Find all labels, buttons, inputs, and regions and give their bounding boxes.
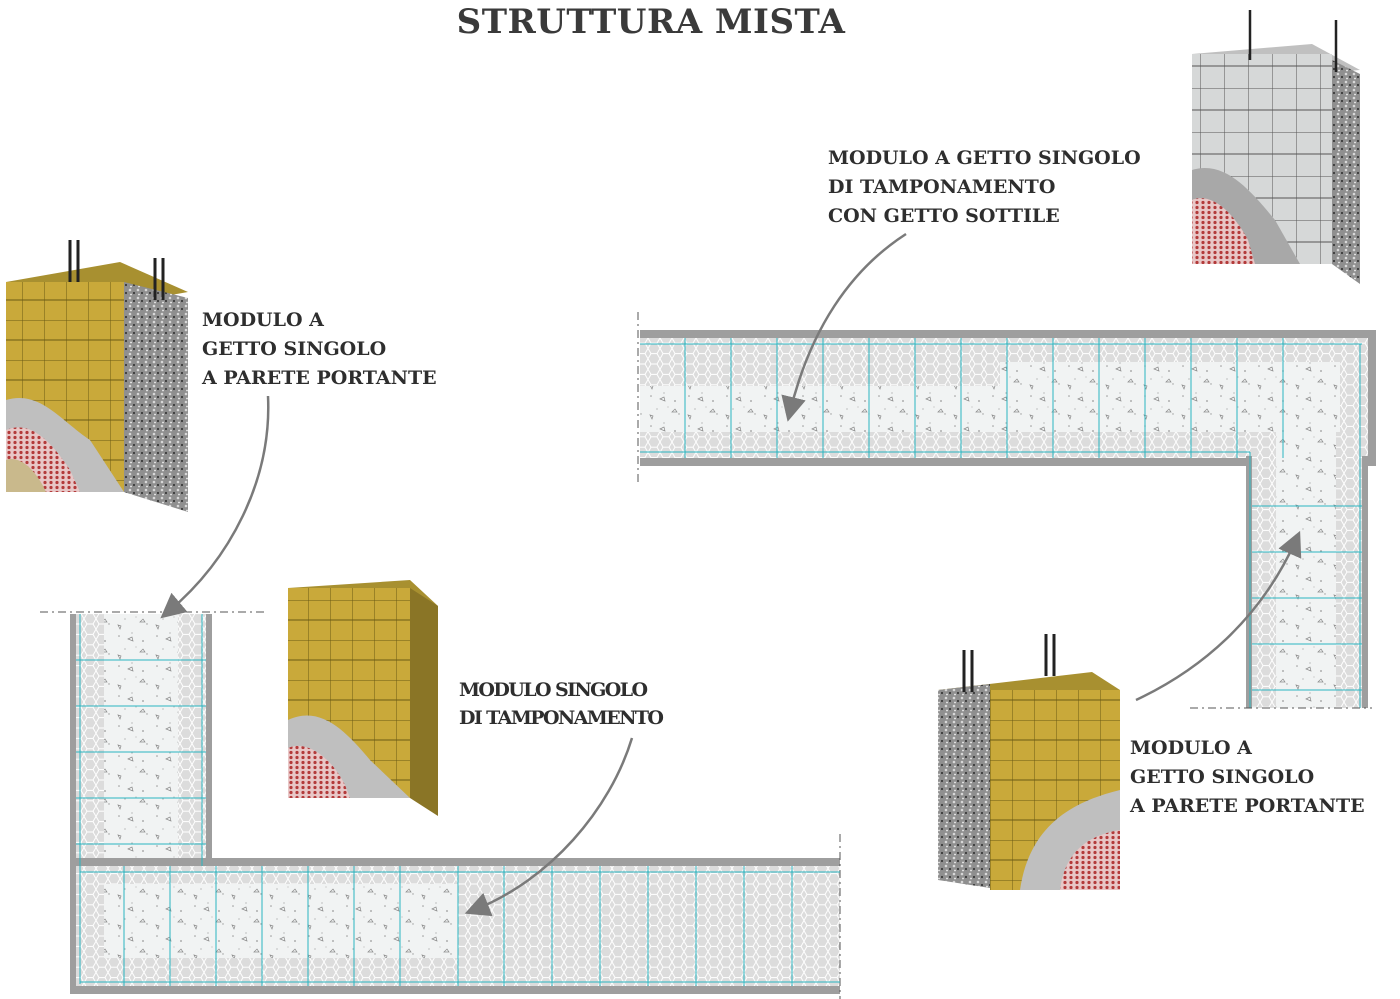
label-line: MODULO A GETTO SINGOLO	[828, 147, 1141, 169]
label-tamponamento-getto-sottile: MODULO A GETTO SINGOLO DI TAMPONAMENTO C…	[828, 144, 1141, 231]
label-line: GETTO SINGOLO	[202, 338, 387, 360]
label-parete-portante-left: MODULO A GETTO SINGOLO A PARETE PORTANTE	[202, 306, 437, 393]
arrow-parete-portante-left	[160, 395, 270, 619]
callout-arrows	[160, 232, 1302, 917]
label-line: MODULO SINGOLO	[459, 679, 648, 701]
label-line: GETTO SINGOLO	[1130, 766, 1315, 788]
label-line: MODULO A	[1130, 737, 1252, 759]
arrow-singolo-tamponamento	[464, 737, 634, 917]
label-singolo-tamponamento: MODULO SINGOLO DI TAMPONAMENTO	[459, 676, 664, 732]
wall-section-top-right	[637, 312, 1376, 709]
label-line: DI TAMPONAMENTO	[828, 176, 1056, 198]
label-line: A PARETE PORTANTE	[202, 367, 437, 389]
label-line: DI TAMPONAMENTO	[459, 707, 664, 729]
label-line: A PARETE PORTANTE	[1130, 795, 1365, 817]
arrow-tamponamento-sottile	[781, 232, 907, 422]
diagram-title: STRUTTURA MISTA	[456, 2, 846, 42]
arrow-parete-portante-right	[1135, 530, 1302, 702]
label-line: CON GETTO SOTTILE	[828, 205, 1060, 227]
label-parete-portante-right: MODULO A GETTO SINGOLO A PARETE PORTANTE	[1130, 734, 1365, 821]
module-parete-portante-left	[6, 240, 188, 512]
module-parete-portante-right	[938, 634, 1120, 890]
wall-section-bottom-left	[40, 611, 841, 999]
module-tamponamento-getto-sottile	[1192, 10, 1360, 284]
module-singolo-tamponamento	[288, 580, 438, 816]
label-line: MODULO A	[202, 309, 324, 331]
